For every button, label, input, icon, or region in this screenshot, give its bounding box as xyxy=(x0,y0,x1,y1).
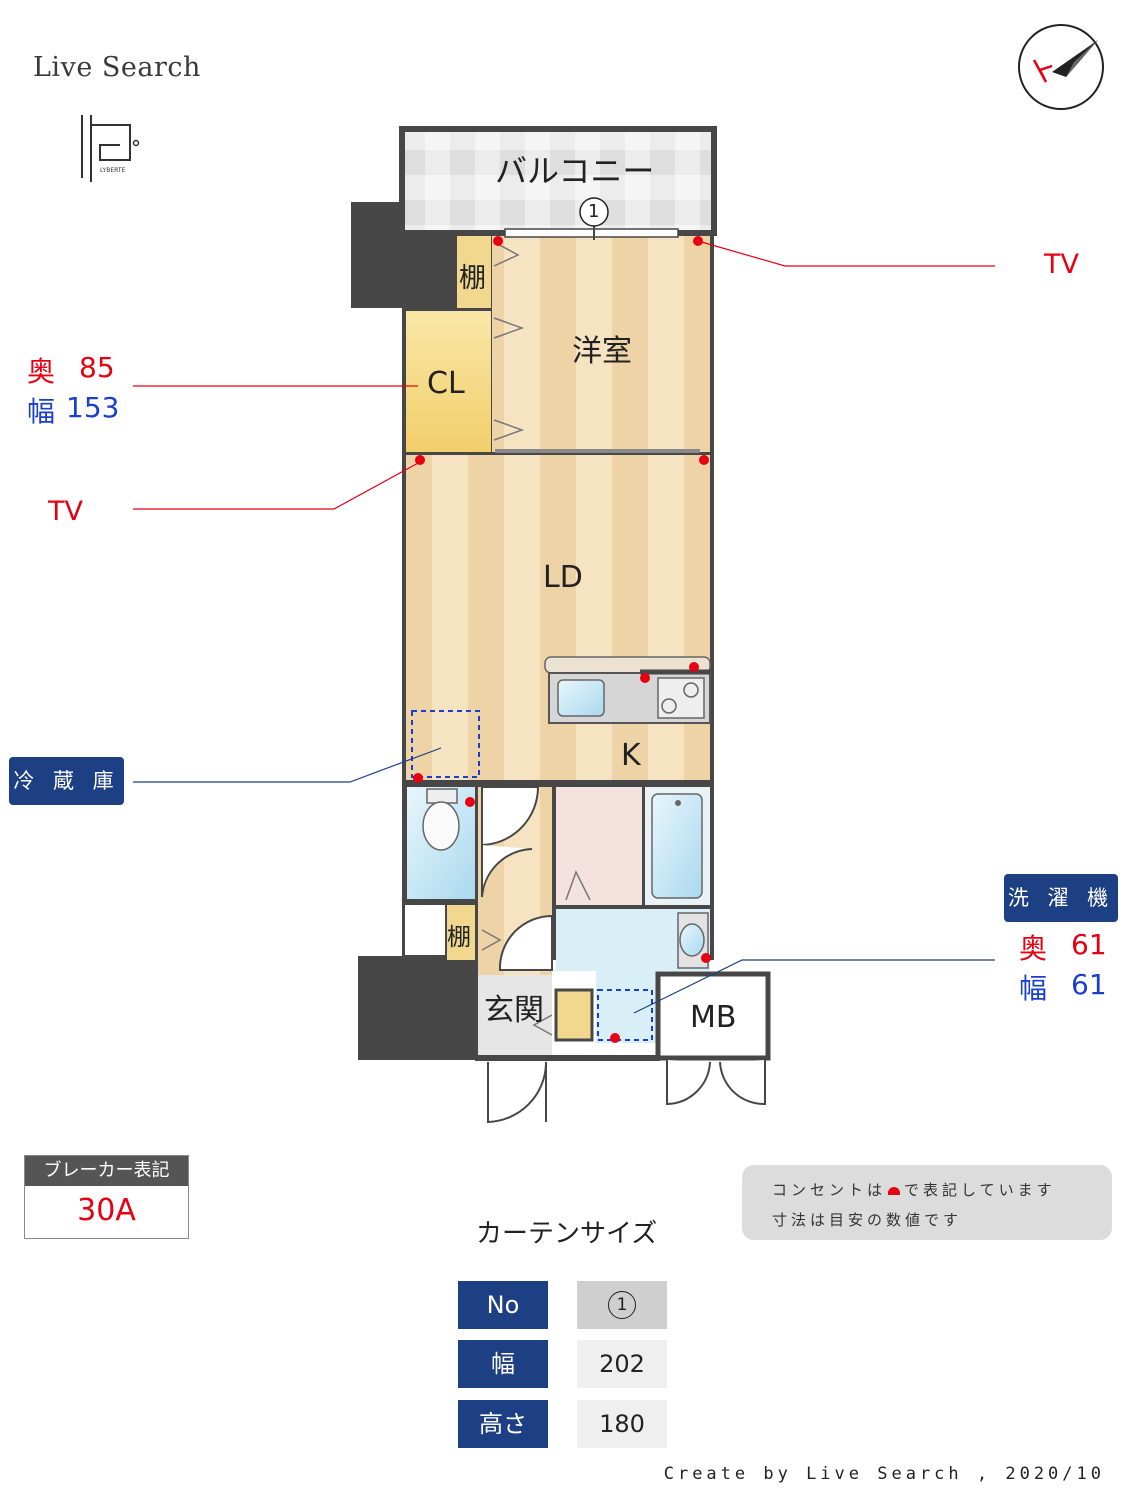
note-line-1: コンセントはで表記しています xyxy=(772,1179,1056,1200)
brand-logo-text: LYBERTE xyxy=(100,167,126,174)
washer-depth-value: 61 xyxy=(1071,928,1107,961)
brand-logo: LYBERTE xyxy=(81,115,140,182)
compass-icon xyxy=(1018,24,1104,110)
curtain-header-no: No xyxy=(458,1281,548,1329)
curtain-header-width: 幅 xyxy=(458,1340,548,1388)
entrance-label: 玄関 xyxy=(484,993,544,1028)
curtain-value-no: 1 xyxy=(577,1281,667,1329)
ld-label: LD xyxy=(543,560,583,595)
note-line1-text: コンセントは xyxy=(772,1181,887,1199)
curtain-title: カーテンサイズ xyxy=(476,1219,658,1249)
shelf-bottom-label: 棚 xyxy=(447,923,471,951)
curtain-marker-label: 1 xyxy=(588,201,600,222)
kitchen-label: K xyxy=(621,738,641,773)
meter-box-label: MB xyxy=(690,1000,737,1035)
washer-tag: 洗 濯 機 xyxy=(1004,874,1118,922)
closet-label: CL xyxy=(427,366,465,401)
washer-depth-label: 奥 xyxy=(1019,932,1048,965)
closet-depth-value: 85 xyxy=(79,351,115,384)
closet-width-label: 幅 xyxy=(27,395,56,428)
curtain-header-height: 高さ xyxy=(458,1400,548,1448)
breaker-box: ブレーカー表記 30A xyxy=(24,1155,189,1239)
tv-left-label: TV xyxy=(48,496,83,527)
breaker-value: 30A xyxy=(77,1193,136,1228)
balcony-label: バルコニー xyxy=(495,152,655,190)
washer-width-label: 幅 xyxy=(1019,972,1048,1005)
closet-depth-label: 奥 xyxy=(27,355,56,388)
outlet-markers xyxy=(413,236,711,1043)
note-line1-suffix: で表記しています xyxy=(904,1181,1056,1199)
tv-top-label: TV xyxy=(1044,249,1079,280)
curtain-no-circle: 1 xyxy=(608,1291,636,1319)
footer-credit: Create by Live Search , 2020/10 xyxy=(663,1464,1105,1484)
breaker-label: ブレーカー表記 xyxy=(25,1156,188,1186)
closet-width-value: 153 xyxy=(66,391,120,424)
western-room-label: 洋室 xyxy=(572,334,632,369)
shelf-top-label: 棚 xyxy=(459,263,486,294)
outlet-legend-icon xyxy=(888,1187,901,1195)
curtain-value-height: 180 xyxy=(577,1400,667,1448)
legend-note: コンセントはで表記しています 寸法は目安の数値です xyxy=(742,1165,1112,1240)
fridge-tag: 冷 蔵 庫 xyxy=(9,757,124,805)
brand-name: Live Search xyxy=(33,52,201,83)
note-line-2: 寸法は目安の数値です xyxy=(772,1211,963,1229)
washer-width-value: 61 xyxy=(1071,968,1107,1001)
curtain-value-width: 202 xyxy=(577,1340,667,1388)
